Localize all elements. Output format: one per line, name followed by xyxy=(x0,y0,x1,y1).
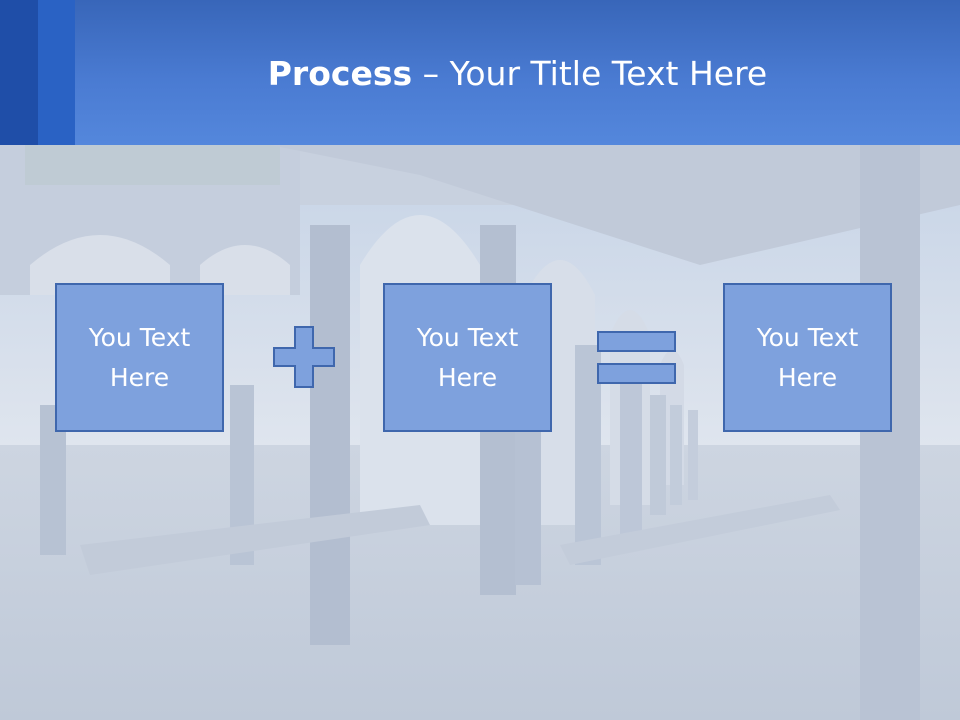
process-box-1-line1: You Text xyxy=(88,322,191,352)
process-box-2-line1: You Text xyxy=(416,322,519,352)
header-banner: Process – Your Title Text Here xyxy=(0,0,960,145)
slide-title-bold: Process xyxy=(267,54,413,93)
process-box-3-line2: Here xyxy=(777,362,838,392)
slide-title-rest: – Your Title Text Here xyxy=(412,54,768,93)
slide-title: Process – Your Title Text Here xyxy=(75,52,960,96)
header-accent-bar xyxy=(38,0,75,145)
process-box-3-line1: You Text xyxy=(756,322,859,352)
background-arcade-photo xyxy=(0,145,960,720)
equals-icon[interactable] xyxy=(597,331,676,384)
header-accent-bar-dark xyxy=(0,0,38,145)
plus-icon[interactable] xyxy=(273,326,335,388)
process-box-2-line2: Here xyxy=(437,362,498,392)
process-box-1-line2: Here xyxy=(109,362,170,392)
